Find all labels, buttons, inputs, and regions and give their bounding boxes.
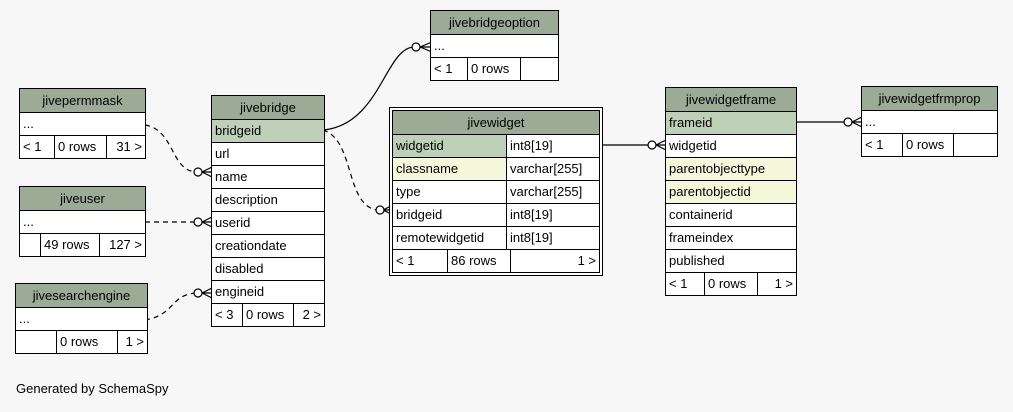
- table-jivepermmask[interactable]: jivepermmask ... < 1 0 rows 31 >: [19, 88, 146, 159]
- table-column: ...: [431, 35, 558, 58]
- table-title: jivepermmask: [20, 89, 145, 113]
- table-column: engineid: [212, 281, 324, 304]
- table-column: parentobjectid: [666, 181, 796, 204]
- table-footer: < 1 0 rows 1 >: [666, 273, 796, 295]
- table-column: url: [212, 143, 324, 166]
- table-column: ...: [20, 113, 145, 136]
- table-column: userid: [212, 212, 324, 235]
- table-jivesearchengine[interactable]: jivesearchengine ... 0 rows 1 >: [15, 283, 148, 354]
- table-jivewidgetframe[interactable]: jivewidgetframe frameid widgetid parento…: [665, 87, 797, 296]
- table-footer: < 3 0 rows 2 >: [212, 304, 324, 326]
- table-column: name: [212, 166, 324, 189]
- table-column: parentobjecttype: [666, 158, 796, 181]
- table-footer: 0 rows 1 >: [16, 331, 147, 353]
- table-title: jivewidget: [393, 111, 599, 135]
- table-jivebridgeoption[interactable]: jivebridgeoption ... < 1 0 rows: [430, 10, 559, 81]
- table-column: frameid: [666, 112, 796, 135]
- table-footer: < 1 86 rows 1 >: [393, 250, 599, 272]
- table-column: ...: [20, 211, 145, 234]
- table-column: published: [666, 250, 796, 273]
- edge-searchengine-bridge: [144, 292, 197, 321]
- edge-bridge-widget: [322, 129, 378, 211]
- table-column: ...: [862, 111, 997, 134]
- table-column: ...: [16, 308, 147, 331]
- table-title: jiveuser: [20, 187, 145, 211]
- edge-permmask-bridge: [144, 124, 197, 173]
- table-column: description: [212, 189, 324, 212]
- table-column: frameindex: [666, 227, 796, 250]
- table-title: jivesearchengine: [16, 284, 147, 308]
- table-column: widgetid: [666, 135, 796, 158]
- table-footer: 49 rows 127 >: [20, 234, 145, 256]
- table-column: bridgeid: [212, 120, 324, 143]
- edge-bridge-bridgeoption: [322, 46, 415, 131]
- table-column: containerid: [666, 204, 796, 227]
- table-jivewidgetfrmprop[interactable]: jivewidgetfrmprop ... < 1 0 rows: [861, 86, 998, 157]
- table-title: jivebridgeoption: [431, 11, 558, 35]
- generated-by-note: Generated by SchemaSpy: [16, 381, 169, 396]
- table-jiveuser[interactable]: jiveuser ... 49 rows 127 >: [19, 186, 146, 257]
- table-title: jivebridge: [212, 96, 324, 120]
- table-column: creationdate: [212, 235, 324, 258]
- table-footer: < 1 0 rows 31 >: [20, 136, 145, 158]
- table-title: jivewidgetframe: [666, 88, 796, 112]
- table-title: jivewidgetfrmprop: [862, 87, 997, 111]
- table-footer: < 1 0 rows: [862, 134, 997, 156]
- table-column: disabled: [212, 258, 324, 281]
- table-jivebridge[interactable]: jivebridge bridgeid url name description…: [211, 95, 325, 327]
- table-footer: < 1 0 rows: [431, 58, 558, 80]
